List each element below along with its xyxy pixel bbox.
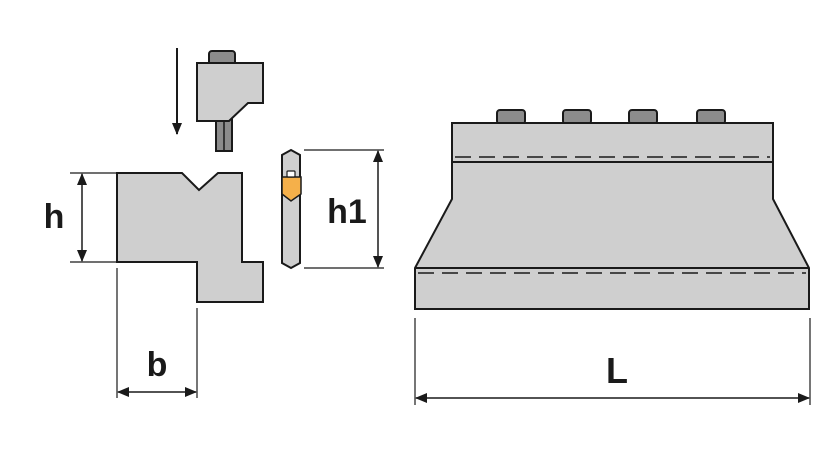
dimension-b: b — [116, 268, 198, 398]
dimension-h: h — [44, 172, 117, 263]
holder-side-body — [414, 122, 810, 310]
dimension-h1: h1 — [304, 149, 384, 269]
clamp-bolt-1 — [496, 109, 526, 125]
label-h1: h1 — [327, 193, 367, 231]
dimension-l: L — [414, 318, 811, 405]
holder-cross-section — [116, 172, 264, 303]
label-l: L — [606, 350, 628, 391]
clamp-bolt-4 — [696, 109, 726, 125]
clamp-piece — [196, 50, 264, 152]
label-b: b — [147, 346, 168, 384]
blade-body — [281, 148, 301, 270]
insert-screw — [286, 170, 296, 178]
label-h: h — [44, 198, 65, 236]
clamp-bolt-3 — [628, 109, 658, 125]
cutting-insert — [281, 176, 302, 202]
holder-side-view — [414, 109, 810, 310]
clamp-body — [196, 62, 264, 122]
clamp-bolt-2 — [562, 109, 592, 125]
blade-piece — [281, 148, 302, 270]
